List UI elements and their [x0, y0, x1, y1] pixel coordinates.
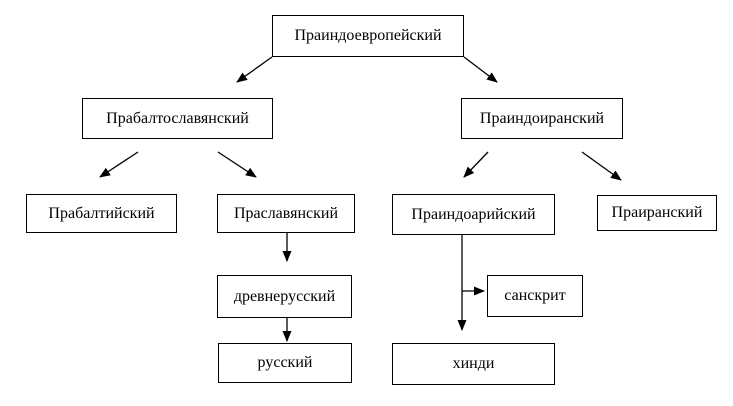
node-proto-baltic-label: Прабалтийский	[48, 204, 155, 222]
node-proto-slavic-label: Праславянский	[233, 204, 339, 222]
node-proto-balto-slavic-label: Прабалтославянский	[106, 109, 249, 127]
node-proto-indo-european: Праиндоевропейский	[272, 15, 464, 57]
edge-proto-indo-european-to-proto-balto-slavic	[236, 56, 273, 83]
node-sanskrit-label: санскрит	[504, 287, 566, 304]
node-hindi-label: хинди	[452, 355, 495, 372]
edge-proto-indo-iranian-to-proto-iranian	[581, 151, 622, 181]
node-old-russian-label: древнерусский	[233, 287, 336, 305]
edge-proto-indo-iranian-to-proto-indo-aryan	[463, 151, 489, 178]
node-proto-iranian: Праиранский	[597, 195, 717, 231]
node-proto-indo-european-label: Праиндоевропейский	[294, 27, 442, 44]
node-proto-baltic: Прабалтийский	[26, 194, 177, 233]
node-proto-indo-aryan: Праиндоарийский	[392, 194, 555, 235]
edge-proto-balto-slavic-to-proto-slavic	[217, 151, 257, 178]
node-proto-balto-slavic: Прабалтославянский	[82, 98, 273, 139]
node-proto-slavic: Праславянский	[217, 194, 355, 233]
edge-proto-balto-slavic-to-proto-baltic	[99, 151, 139, 178]
edge-proto-indo-european-to-proto-indo-iranian	[463, 56, 498, 83]
node-proto-indo-aryan-label: Праиндоарийский	[411, 205, 536, 223]
node-proto-iranian-label: Праиранский	[611, 204, 703, 221]
node-sanskrit: санскрит	[487, 275, 583, 317]
node-proto-indo-iranian: Праиндоиранский	[461, 98, 623, 139]
node-hindi: хинди	[392, 343, 555, 385]
node-proto-indo-iranian-label: Праиндоиранский	[479, 109, 605, 127]
node-russian-label: русский	[257, 354, 313, 371]
node-old-russian: древнерусский	[217, 275, 352, 318]
node-russian: русский	[218, 343, 352, 383]
